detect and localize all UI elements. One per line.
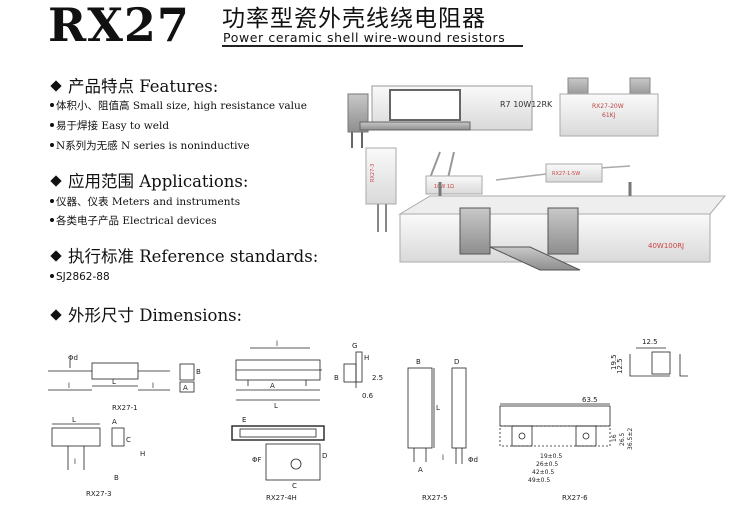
- drawing-rx27-4h: l A L E ΦF C D RX27-4H: [231, 340, 327, 502]
- standards-heading: 执行标准 Reference standards:: [50, 247, 318, 267]
- svg-text:RX27-3: RX27-3: [86, 490, 112, 498]
- dot-bullet-icon: [50, 218, 54, 222]
- svg-text:RX27-6: RX27-6: [562, 494, 588, 502]
- photo-rx27-1: RX27-1-5W: [495, 163, 631, 183]
- svg-text:D: D: [454, 358, 459, 366]
- svg-text:12.5: 12.5: [642, 338, 658, 346]
- feature-item: N系列为无感 N series is noninductive: [50, 139, 250, 153]
- photo-40w-resistor: 40W100RJ: [398, 182, 727, 271]
- title-english: Power ceramic shell wire-wound resistors: [223, 30, 506, 45]
- svg-text:42±0.5: 42±0.5: [532, 469, 554, 476]
- drawing-rx27-5: B D L A l Φd RX27-5: [407, 358, 478, 502]
- product-photos: R7 10W12RK RX27-20W 61KJ RX27-3 10W 1Ω R…: [347, 77, 727, 271]
- svg-text:A: A: [112, 418, 117, 426]
- drawing-side-view: G H B 2.5 0.6: [334, 342, 383, 400]
- svg-text:26±0.5: 26±0.5: [536, 461, 558, 468]
- dot-bullet-icon: [50, 103, 54, 107]
- application-item: 各类电子产品 Electrical devices: [50, 214, 217, 228]
- dimensions-heading: 外形尺寸 Dimensions:: [50, 306, 242, 326]
- diamond-bullet-icon: [50, 309, 62, 321]
- dimension-drawings: Φd l l L B A RX27-1 L l A C H B RX27-3 l…: [48, 338, 688, 502]
- dot-bullet-icon: [50, 274, 54, 278]
- svg-text:B: B: [114, 474, 119, 482]
- svg-text:RX27-20W: RX27-20W: [592, 103, 624, 110]
- svg-text:l: l: [68, 382, 70, 390]
- dot-bullet-icon: [50, 143, 54, 147]
- diamond-bullet-icon: [50, 250, 62, 262]
- svg-text:RX27-1: RX27-1: [112, 404, 138, 412]
- svg-text:G: G: [352, 342, 357, 350]
- svg-text:H: H: [364, 354, 369, 362]
- drawing-rx27-3: L l A C H B RX27-3: [51, 416, 145, 498]
- feature-item: 易于焊接 Easy to weld: [50, 119, 169, 133]
- svg-text:B: B: [196, 368, 201, 376]
- svg-text:L: L: [274, 402, 278, 410]
- svg-text:61KJ: 61KJ: [602, 112, 616, 119]
- dot-bullet-icon: [50, 123, 54, 127]
- svg-text:H: H: [140, 450, 145, 458]
- dot-bullet-icon: [50, 199, 54, 203]
- standard-item: SJ2862-88: [50, 270, 110, 284]
- svg-text:2.5: 2.5: [372, 374, 383, 382]
- title-underline: [222, 45, 523, 47]
- svg-text:RX27-1-5W: RX27-1-5W: [552, 171, 580, 177]
- photo-rx27-20w: RX27-20W 61KJ: [559, 77, 659, 137]
- svg-text:A: A: [183, 384, 188, 392]
- applications-heading: 应用范围 Applications:: [50, 172, 248, 192]
- svg-text:D: D: [322, 452, 327, 460]
- title-chinese: 功率型瓷外壳线绕电阻器: [222, 6, 486, 32]
- diamond-bullet-icon: [50, 175, 62, 187]
- svg-text:26.5: 26.5: [619, 432, 626, 446]
- svg-text:l: l: [276, 340, 278, 348]
- svg-text:L: L: [72, 416, 76, 424]
- diamond-bullet-icon: [50, 80, 62, 92]
- svg-text:49±0.5: 49±0.5: [528, 477, 550, 484]
- drawing-rx27-6: 12.5 12.5 19.5 63.5 16 26.5 36.5±2 19±0.…: [499, 338, 688, 502]
- svg-text:36.5±2: 36.5±2: [627, 428, 634, 450]
- svg-text:B: B: [334, 374, 339, 382]
- svg-text:63.5: 63.5: [582, 396, 598, 404]
- svg-text:19.5: 19.5: [610, 354, 618, 370]
- svg-text:RX27-3: RX27-3: [370, 164, 376, 182]
- svg-text:A: A: [418, 466, 423, 474]
- svg-text:A: A: [270, 382, 275, 390]
- svg-text:E: E: [242, 416, 246, 424]
- drawing-rx27-1: Φd l l L B A RX27-1: [48, 354, 201, 412]
- svg-text:19±0.5: 19±0.5: [540, 453, 562, 460]
- svg-text:10W 1Ω: 10W 1Ω: [434, 184, 454, 190]
- svg-text:l: l: [442, 454, 444, 462]
- svg-text:Φd: Φd: [468, 456, 478, 464]
- svg-text:C: C: [292, 482, 297, 490]
- feature-item: 体积小、阻值高 Small size, high resistance valu…: [50, 99, 307, 113]
- svg-text:0.6: 0.6: [362, 392, 374, 400]
- features-heading: 产品特点 Features:: [50, 77, 218, 97]
- model-title: RX27: [48, 0, 190, 52]
- svg-text:ΦF: ΦF: [252, 456, 262, 464]
- svg-text:40W100RJ: 40W100RJ: [648, 242, 684, 250]
- svg-text:l: l: [74, 458, 76, 466]
- photo-small-resistor: 10W 1Ω: [425, 151, 483, 195]
- svg-text:L: L: [112, 378, 116, 386]
- application-item: 仪器、仪表 Meters and instruments: [50, 195, 240, 209]
- svg-text:L: L: [436, 404, 440, 412]
- svg-text:RX27-4H: RX27-4H: [266, 494, 297, 502]
- svg-text:16: 16: [611, 434, 618, 442]
- svg-text:12.5: 12.5: [616, 358, 624, 374]
- svg-text:RX27-5: RX27-5: [422, 494, 448, 502]
- svg-text:R7 10W12RK: R7 10W12RK: [500, 100, 553, 109]
- photo-rx27-bracket: R7 10W12RK: [347, 85, 553, 148]
- svg-text:B: B: [416, 358, 421, 366]
- svg-text:Φd: Φd: [68, 354, 78, 362]
- svg-text:l: l: [152, 382, 154, 390]
- svg-text:C: C: [126, 436, 131, 444]
- photo-rx27-3: RX27-3: [365, 147, 397, 232]
